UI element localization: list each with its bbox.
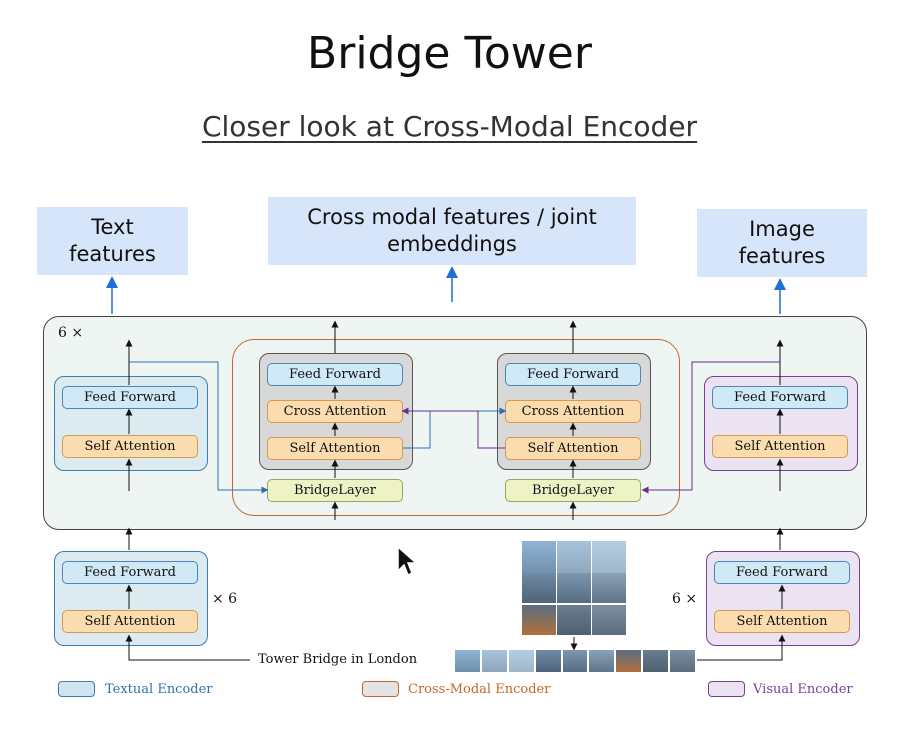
visual-repeat-label: 6 ×: [672, 591, 698, 607]
cross-right-self-attention: Self Attention: [505, 437, 641, 460]
page-subtitle: Closer look at Cross-Modal Encoder: [201, 110, 698, 143]
image-features-box: Image features: [697, 209, 867, 277]
input-caption: Tower Bridge in London: [258, 652, 418, 667]
cross-right-feed-forward: Feed Forward: [505, 363, 641, 386]
text-self-attention-bottom: Self Attention: [62, 610, 198, 633]
cross-left-self-attention: Self Attention: [267, 437, 403, 460]
legend-cross-swatch: [362, 681, 399, 697]
legend-textual-label: Textual Encoder: [105, 682, 213, 697]
legend-visual-swatch: [708, 681, 745, 697]
legend-cross-label: Cross-Modal Encoder: [408, 682, 551, 697]
visual-feed-forward-bottom: Feed Forward: [714, 561, 850, 584]
image-patch-sequence: [455, 650, 696, 672]
page-title: Bridge Tower: [307, 28, 592, 79]
text-self-attention-top: Self Attention: [62, 435, 198, 458]
legend-visual-label: Visual Encoder: [753, 682, 853, 697]
image-patch-grid: [522, 541, 626, 635]
visual-self-attention-bottom: Self Attention: [714, 610, 850, 633]
text-feed-forward-bottom: Feed Forward: [62, 561, 198, 584]
visual-feed-forward-top: Feed Forward: [712, 386, 848, 409]
text-repeat-label: × 6: [212, 591, 238, 607]
cross-modal-frame: [232, 339, 680, 516]
cross-modal-features-box: Cross modal features / joint embeddings: [268, 197, 636, 265]
legend-textual-swatch: [58, 681, 95, 697]
stack-repeat-label: 6 ×: [58, 325, 84, 341]
mouse-cursor-icon: [397, 545, 418, 577]
bridge-layer-right: BridgeLayer: [505, 479, 641, 502]
text-features-box: Text features: [37, 207, 188, 275]
visual-self-attention-top: Self Attention: [712, 435, 848, 458]
